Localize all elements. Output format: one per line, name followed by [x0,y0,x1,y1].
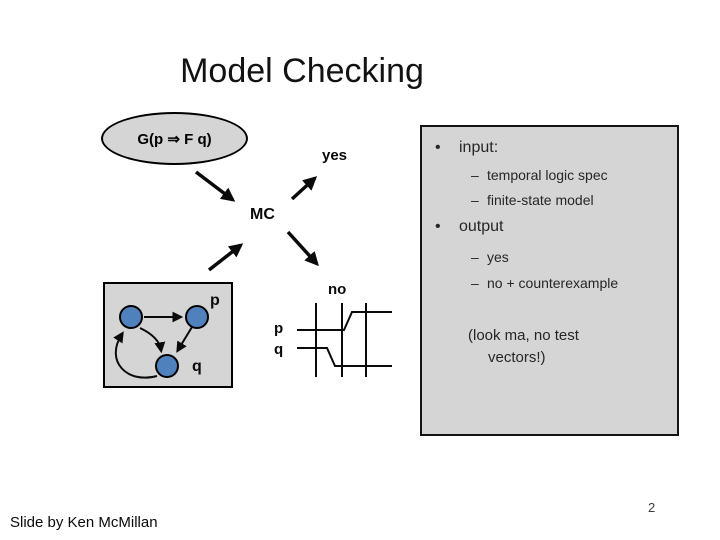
mc-label: MC [250,206,275,223]
sub-item-label: yes [487,249,509,265]
dash-icon: – [471,167,479,183]
sub-item-label: no + counterexample [487,275,619,291]
attribution-text: Slide by Ken McMillan [10,514,158,531]
dash-icon: – [471,249,479,265]
bullet-item-input: • input: [435,139,498,157]
bullet-item-output: • output [435,218,503,236]
wave-q-label: q [274,341,284,358]
sub-item-label: finite-state model [487,192,594,208]
arrow-mc-to-no-icon [286,230,319,267]
yes-label: yes [322,147,348,164]
note-text: (look ma, no test vectors!) [468,325,579,369]
note-line-2: vectors!) [488,349,546,366]
info-box: • input: – temporal logic spec – finite-… [420,125,679,436]
arrow-mc-to-yes-icon [290,176,318,201]
no-label: no [328,281,347,298]
sub-item-label: temporal logic spec [487,167,608,183]
state-p-label: p [210,292,220,309]
arrow-model-to-mc-icon [207,243,244,272]
sub-item-yes: – yes [471,249,509,265]
bullet-item-label: input: [459,139,499,156]
spec-ellipse: G(p ⇒ F q) [101,112,248,165]
slide-title: Model Checking [180,52,424,90]
note-line-1: (look ma, no test [468,327,579,344]
sub-item-finite-state-model: – finite-state model [471,192,594,208]
bullet-icon: • [435,218,441,235]
wave-p-trace [297,311,392,331]
dash-icon: – [471,275,479,291]
sub-item-no-counterexample: – no + counterexample [471,275,618,291]
dash-icon: – [471,192,479,208]
bullet-item-label: output [459,218,504,235]
bullet-icon: • [435,139,441,156]
state-q-label: q [192,358,202,375]
arrow-spec-to-mc-icon [194,170,236,202]
wave-p-label: p [274,320,284,337]
wave-q-trace [297,347,392,367]
sub-item-temporal-logic-spec: – temporal logic spec [471,167,608,183]
page-number: 2 [648,500,656,515]
spec-label: G(p ⇒ F q) [137,130,212,148]
